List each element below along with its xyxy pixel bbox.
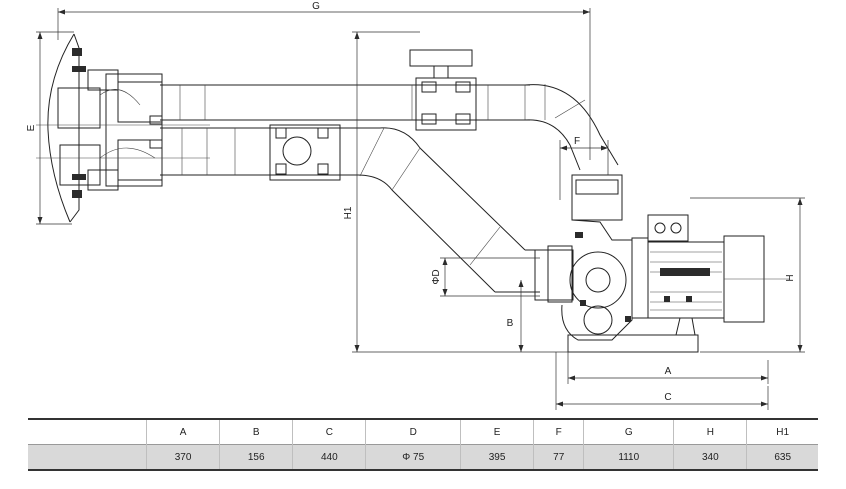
table-header-cell: G (583, 419, 674, 445)
dim-label-e: E (26, 124, 37, 131)
table-header-cell: D (365, 419, 461, 445)
dim-label-g: G (312, 1, 320, 12)
technical-drawing: G E H1 ΦD B F A C H (26, 1, 805, 410)
dim-label-a: A (665, 366, 672, 377)
table-header-cell: H1 (746, 419, 818, 445)
table-cell: 156 (219, 444, 293, 470)
lower-pipe (160, 124, 540, 293)
table-header-cell: H (673, 419, 747, 445)
table-cell: Φ 75 (365, 444, 461, 470)
table-header-row: A B C D E F G H H1 (28, 419, 818, 445)
table-header-cell: E (460, 419, 534, 445)
dim-label-h1: H1 (343, 206, 354, 219)
pump-body (534, 174, 699, 353)
table-cell: 395 (460, 444, 534, 470)
table-row: 370 156 440 Φ 75 395 77 1110 340 635 (28, 444, 818, 471)
dim-label-h: H (785, 274, 796, 281)
dim-label-f: F (574, 136, 580, 147)
pump-motor (631, 214, 790, 323)
dim-label-c: C (664, 392, 671, 403)
table-header-cell: C (292, 419, 366, 445)
table-header-cell: A (145, 419, 220, 445)
table-header-cell (28, 419, 147, 445)
table-cell: 340 (673, 444, 747, 470)
table-cell: 77 (533, 444, 584, 470)
table-header-cell: F (533, 419, 584, 445)
table-cell: 1110 (583, 444, 674, 470)
dim-label-b: B (507, 318, 514, 329)
table-header-cell: B (219, 419, 293, 445)
dim-label-d: ΦD (431, 269, 442, 284)
dimension-table: A B C D E F G H H1 370 156 440 Φ 75 395 … (28, 418, 818, 471)
table-cell: 370 (145, 444, 220, 470)
table-cell: 440 (292, 444, 366, 470)
table-cell (28, 445, 147, 471)
upper-pipe (160, 49, 619, 171)
table-cell: 635 (746, 444, 818, 470)
dimension-lines (36, 8, 805, 410)
